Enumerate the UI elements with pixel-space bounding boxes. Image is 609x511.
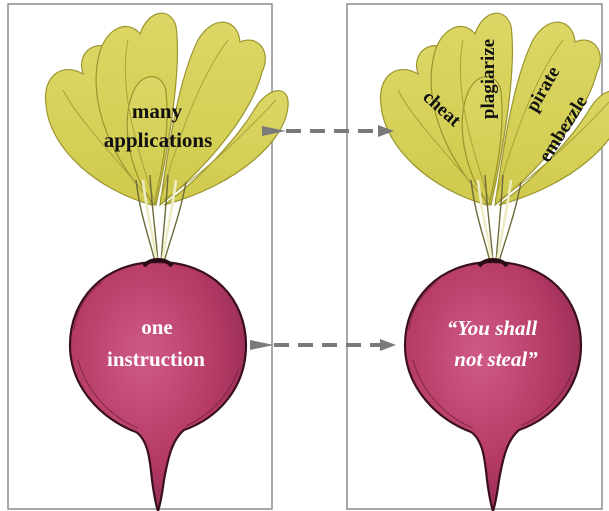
arrow-root (250, 339, 396, 351)
leaves-label-line2: applications (104, 128, 213, 152)
root-label-line1: one (141, 315, 173, 339)
root-label-line2: instruction (107, 347, 205, 371)
leaves-label-line1: many (132, 99, 183, 123)
left-beet-illustration (43, 11, 291, 511)
commandment-line1: “You shall (447, 316, 538, 340)
arrow-leaves (262, 125, 394, 137)
leaf-word-plagiarize: plagiarize (478, 39, 499, 119)
left-panel-frame (7, 3, 273, 510)
right-panel-frame (346, 3, 603, 510)
commandment-line2: not steal” (454, 347, 538, 371)
